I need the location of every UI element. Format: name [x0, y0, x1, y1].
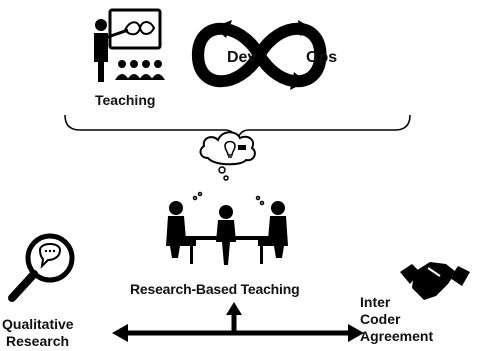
- inter-coder-line2: Coder: [360, 311, 401, 327]
- qualitative-label-line1: Qualitative: [2, 316, 74, 332]
- research-based-teaching-label: Research-Based Teaching: [130, 281, 300, 297]
- teaching-label: Teaching: [95, 92, 156, 108]
- inter-coder-line1: Inter: [360, 294, 391, 310]
- inter-coder-line3: Agreement: [360, 328, 434, 344]
- devops-ops-label: Ops: [306, 49, 338, 66]
- devops-dev-label: Dev: [227, 49, 257, 66]
- qualitative-label-line2: Research: [6, 333, 70, 349]
